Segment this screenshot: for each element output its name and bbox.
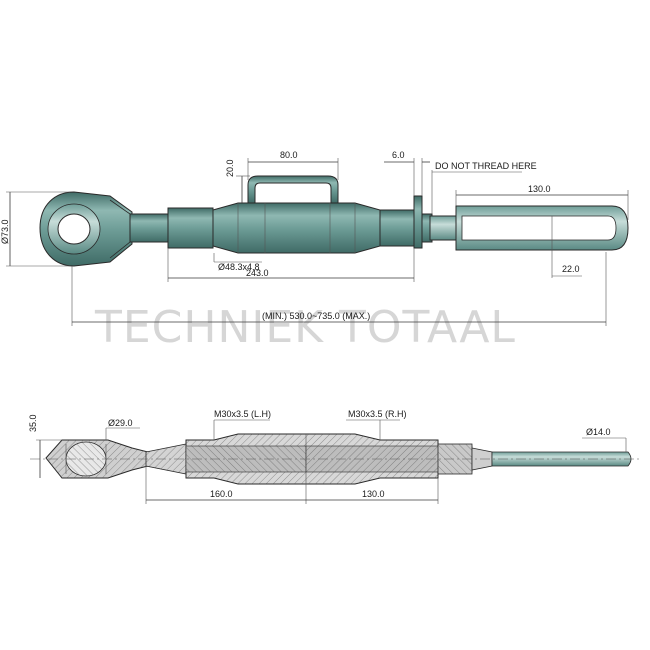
dim-total-length: (MIN.) 530.0~735.0 (MAX.) — [262, 311, 370, 321]
left-nut — [167, 207, 214, 249]
dim-slot-width: 22.0 — [562, 264, 580, 274]
dim-thread-left: M30x3.5 (L.H) — [214, 409, 271, 419]
dim-thread-right: M30x3.5 (R.H) — [348, 409, 407, 419]
dim-right-length: 130.0 — [362, 489, 385, 499]
dim-plate-thickness: 6.0 — [392, 150, 405, 160]
dim-ball-diameter: Ø29.0 — [108, 418, 133, 428]
carry-handle — [247, 175, 339, 204]
dim-handle-width: 80.0 — [280, 150, 298, 160]
thread-rod — [429, 215, 459, 241]
lock-plate — [413, 195, 423, 249]
eye-stem — [129, 213, 173, 243]
dim-tube-length: 243.0 — [246, 268, 269, 278]
section-view: 35.0 Ø29.0 M30x3.5 (L.H) M30x3.5 (R.H) Ø… — [28, 409, 640, 504]
dim-slot-length: 130.0 — [528, 184, 551, 194]
top-view: Ø73.0 20.0 80.0 6.0 DO NOT THREAD HERE — [0, 150, 629, 326]
watermark: TECHNIEK TOTAAL — [94, 302, 516, 353]
section-dimensions: 35.0 Ø29.0 M30x3.5 (L.H) M30x3.5 (R.H) Ø… — [28, 409, 627, 504]
dim-tube-diameter: Ø48.3x4.8 — [218, 262, 260, 272]
dim-handle-height: 20.0 — [225, 159, 235, 177]
top-dimensions: Ø73.0 20.0 80.0 6.0 DO NOT THREAD HERE — [0, 150, 629, 326]
dim-left-length: 160.0 — [210, 489, 233, 499]
right-nut — [379, 209, 415, 247]
dim-ball-height: 35.0 — [28, 414, 38, 432]
dim-rod-diameter: Ø14.0 — [586, 427, 611, 437]
ball-eye-end — [39, 191, 133, 267]
note-do-not-thread: DO NOT THREAD HERE — [435, 161, 537, 171]
slot-end — [455, 205, 629, 251]
dim-eye-diameter: Ø73.0 — [0, 219, 10, 244]
